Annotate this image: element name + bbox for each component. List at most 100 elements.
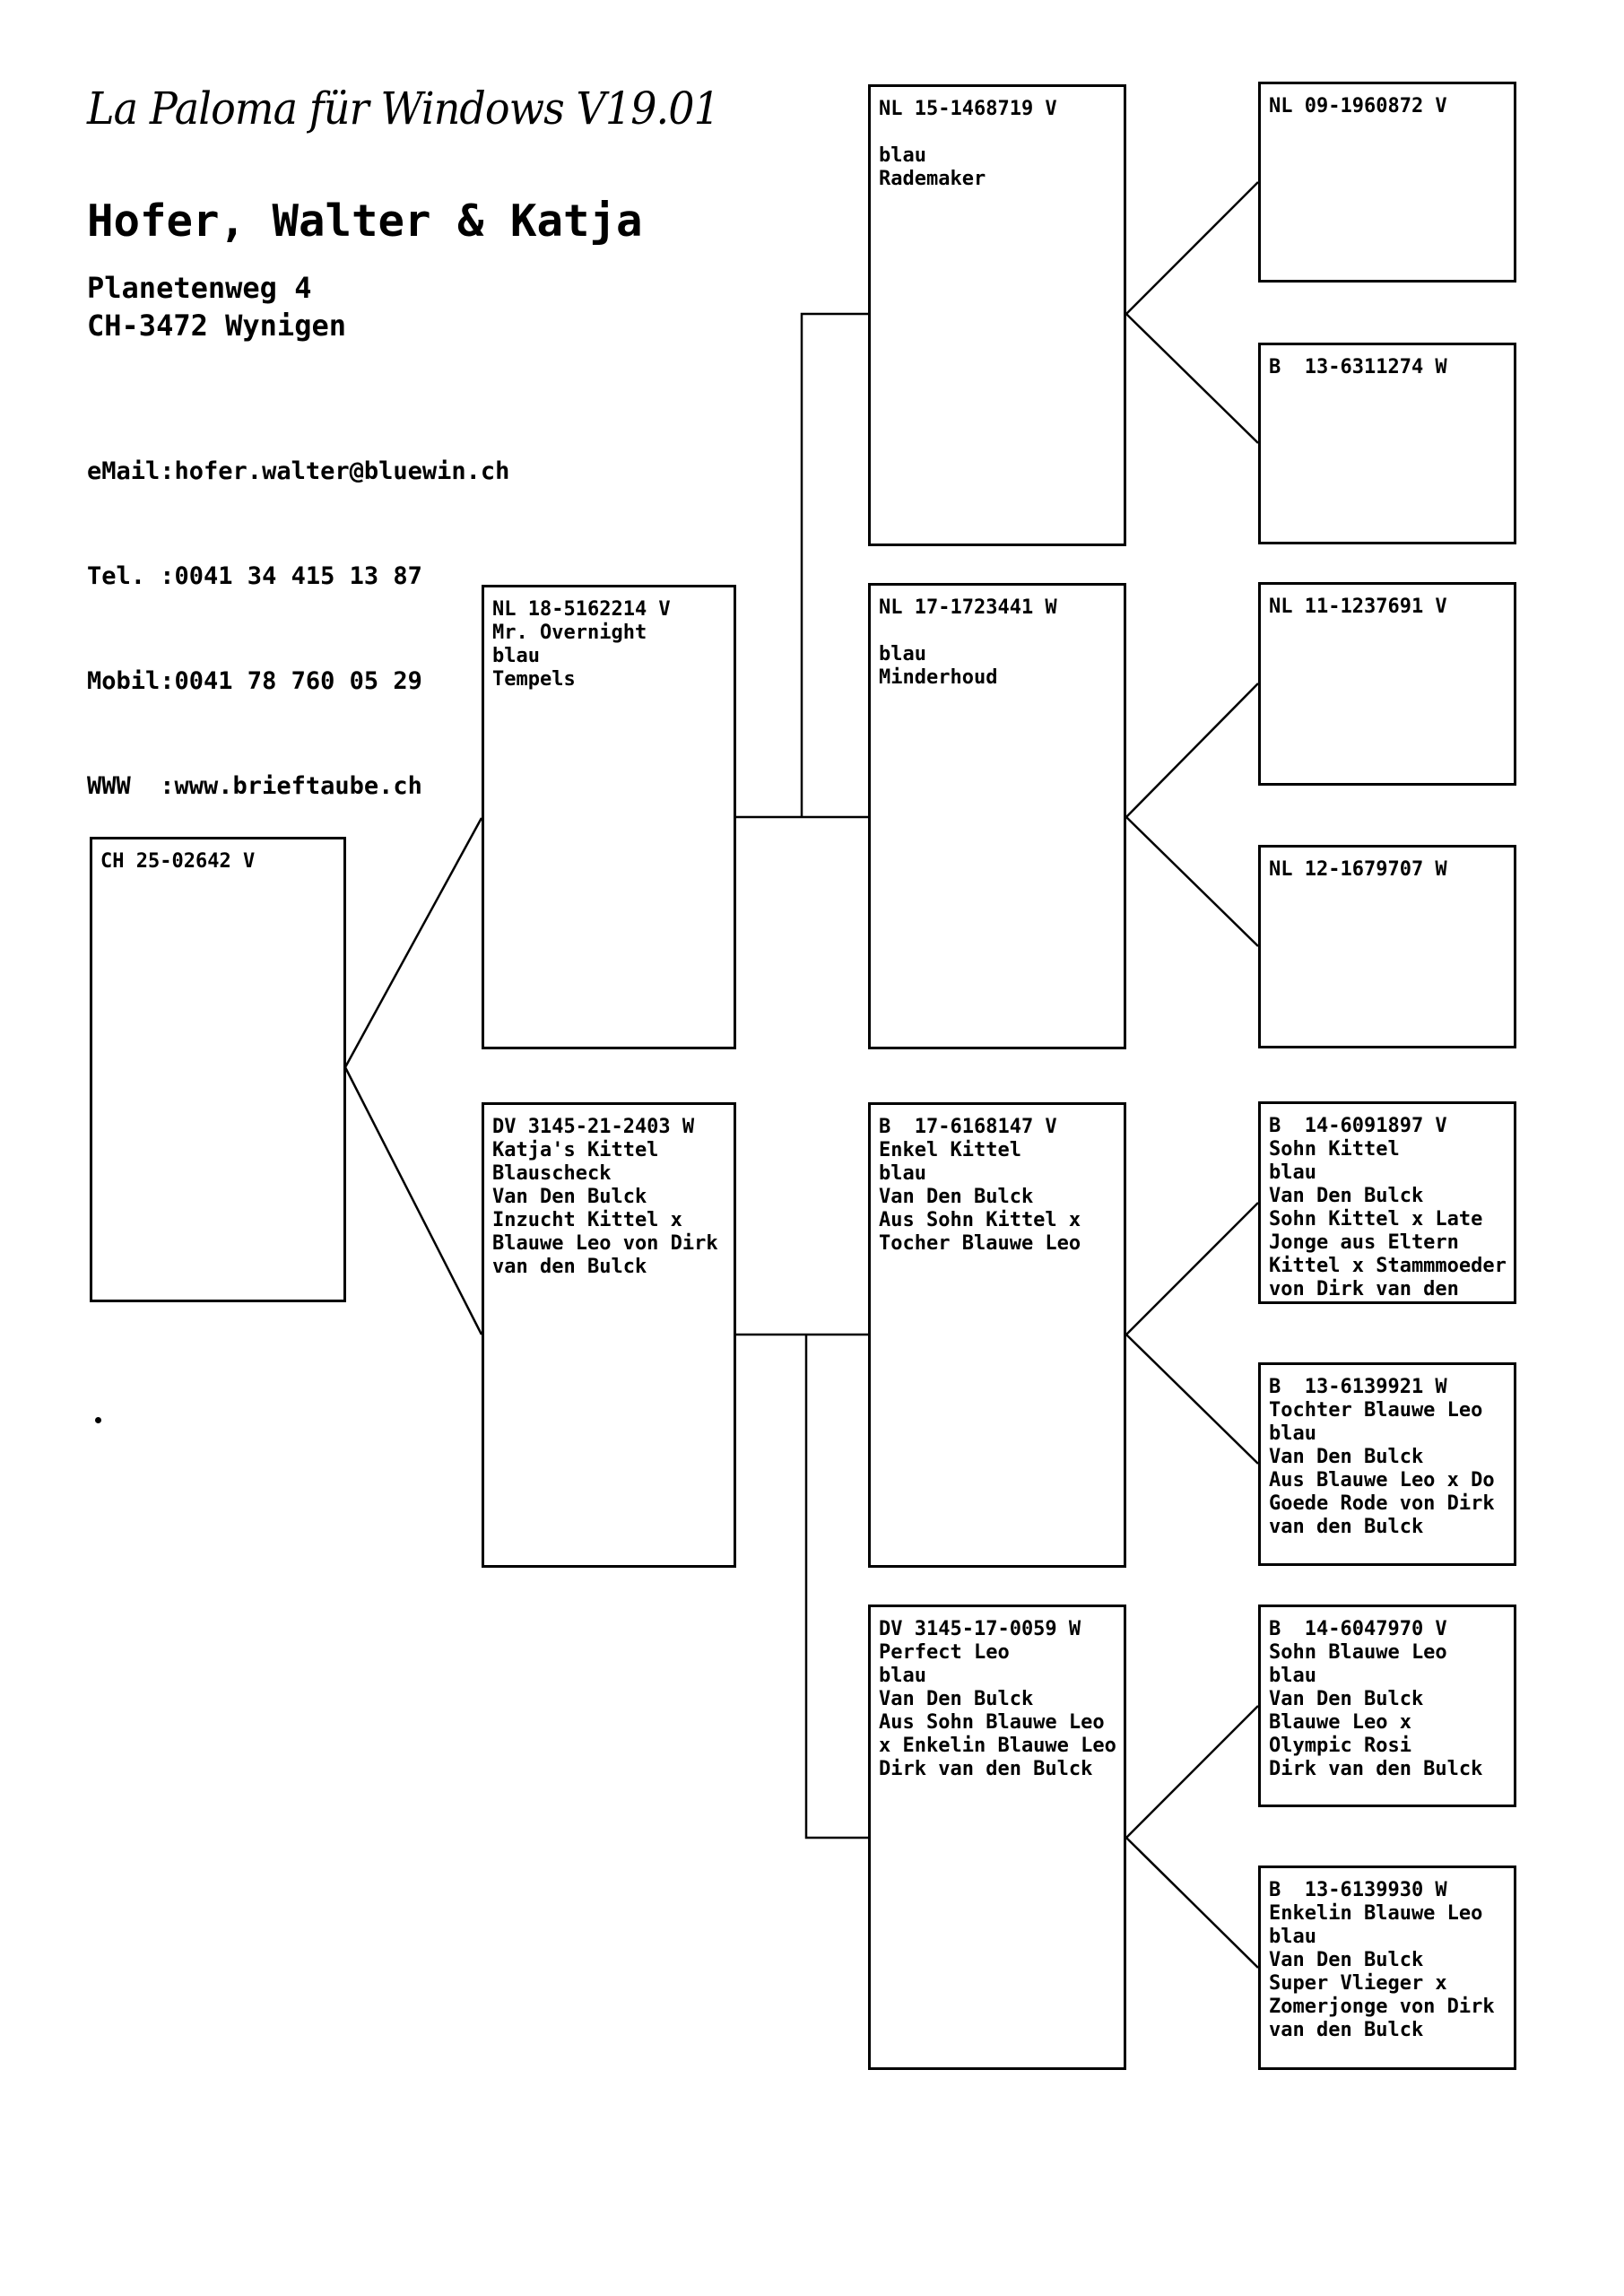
connector bbox=[1125, 313, 1259, 444]
bird-info-line: Enkel Kittel bbox=[879, 1139, 1021, 1161]
ring-number: NL 15-1468719 V bbox=[879, 98, 1057, 120]
ring-number: CH 25-02642 V bbox=[100, 850, 256, 873]
city: CH-3472 Wynigen bbox=[87, 309, 346, 343]
bird-info-line: van den Bulck bbox=[1269, 1516, 1424, 1538]
bird-info-line: Olympic Rosi bbox=[1269, 1735, 1411, 1757]
bird-info-line: Van Den Bulck bbox=[879, 1688, 1034, 1710]
street: Planetenweg 4 bbox=[87, 271, 312, 305]
bird-box-ffm: B 13-6311274 W bbox=[1258, 343, 1516, 544]
ring-number: B 13-6311274 W bbox=[1269, 356, 1447, 378]
connector bbox=[800, 312, 868, 817]
email: eMail:hofer.walter@bluewin.ch bbox=[87, 457, 510, 485]
bird-info-line: blau bbox=[879, 1162, 926, 1185]
scan-dot bbox=[95, 1417, 101, 1423]
bird-info-line: Tochter Blauwe Leo bbox=[1269, 1399, 1483, 1422]
software-title: La Paloma für Windows V19.01 bbox=[87, 83, 720, 135]
connector bbox=[343, 817, 483, 1068]
bird-info-line: Van Den Bulck bbox=[879, 1186, 1034, 1208]
bird-info-line: Rademaker bbox=[879, 168, 986, 190]
bird-info-line: Enkelin Blauwe Leo bbox=[1269, 1902, 1483, 1925]
bird-info-line: Tempels bbox=[492, 668, 576, 691]
bird-info-line: Aus Sohn Blauwe Leo bbox=[879, 1711, 1105, 1734]
ring-number: NL 17-1723441 W bbox=[879, 596, 1057, 619]
bird-info-line: Aus Blauwe Leo x Do bbox=[1269, 1469, 1495, 1492]
owner-address: Planetenweg 4 CH-3472 Wynigen bbox=[87, 269, 346, 344]
connector bbox=[1125, 816, 1259, 947]
bird-info-line: Inzucht Kittel x bbox=[492, 1209, 682, 1231]
ring-number: B 17-6168147 V bbox=[879, 1116, 1057, 1138]
telephone: Tel. :0041 34 415 13 87 bbox=[87, 562, 422, 590]
connector bbox=[1125, 1334, 1259, 1465]
bird-info-line: Sohn Kittel x Late bbox=[1269, 1208, 1483, 1231]
connector bbox=[343, 1066, 483, 1335]
bird-info-line bbox=[879, 121, 1124, 144]
bird-info-line: Perfect Leo bbox=[879, 1641, 1010, 1664]
bird-info-line: Blauwe Leo x bbox=[1269, 1711, 1411, 1734]
bird-info-line: Van Den Bulck bbox=[1269, 1185, 1424, 1207]
bird-info-line: Katja's Kittel bbox=[492, 1139, 659, 1161]
bird-info-line: Blauwe Leo von Dirk bbox=[492, 1232, 718, 1255]
bird-info-line: Mr. Overnight bbox=[492, 622, 647, 644]
bird-info-line bbox=[879, 620, 1124, 643]
ring-number: NL 12-1679707 W bbox=[1269, 858, 1447, 881]
ring-number: NL 09-1960872 V bbox=[1269, 95, 1447, 117]
bird-box-fff: NL 09-1960872 V bbox=[1258, 82, 1516, 283]
ring-number: B 13-6139930 W bbox=[1269, 1879, 1447, 1901]
bird-info-line: von Dirk van den bbox=[1269, 1278, 1459, 1300]
bird-info-line: van den Bulck bbox=[1269, 2019, 1424, 2041]
bird-info-line: Van Den Bulck bbox=[492, 1186, 647, 1208]
bird-info-line: Sohn Kittel bbox=[1269, 1138, 1400, 1161]
bird-info-line: Dirk van den Bulck bbox=[879, 1758, 1093, 1780]
connector bbox=[1125, 1837, 1259, 1969]
connector bbox=[1125, 1202, 1259, 1335]
website: WWW :www.brieftaube.ch bbox=[87, 772, 422, 800]
bird-info-line: blau bbox=[879, 1665, 926, 1687]
contact-info: eMail:hofer.walter@bluewin.ch Tel. :0041… bbox=[87, 384, 509, 839]
connector bbox=[804, 1335, 868, 1839]
ring-number: B 14-6091897 V bbox=[1269, 1115, 1447, 1137]
owner-name: Hofer, Walter & Katja bbox=[87, 196, 643, 247]
bird-info-line: Jonge aus Eltern bbox=[1269, 1231, 1459, 1254]
bird-info-line: Tocher Blauwe Leo bbox=[879, 1232, 1081, 1255]
bird-info-line: Van Den Bulck bbox=[1269, 1949, 1424, 1971]
bird-info-line: Kittel x Stammmoeder bbox=[1269, 1255, 1507, 1277]
ring-number: DV 3145-17-0059 W bbox=[879, 1618, 1081, 1640]
bird-info-line: blau bbox=[1269, 1665, 1316, 1687]
ring-number: B 14-6047970 V bbox=[1269, 1618, 1447, 1640]
mobile: Mobil:0041 78 760 05 29 bbox=[87, 667, 422, 695]
connector bbox=[1125, 181, 1259, 315]
bird-info-line: blau bbox=[492, 645, 540, 667]
ring-number: B 13-6139921 W bbox=[1269, 1376, 1447, 1398]
bird-box-fmf: NL 11-1237691 V bbox=[1258, 582, 1516, 786]
bird-info-line: Van Den Bulck bbox=[1269, 1446, 1424, 1468]
bird-info-line: Dirk van den Bulck bbox=[1269, 1758, 1483, 1780]
bird-info-line: Super Vlieger x bbox=[1269, 1972, 1447, 1995]
bird-box-fmm: NL 12-1679707 W bbox=[1258, 845, 1516, 1048]
bird-box-subject: CH 25-02642 V bbox=[90, 837, 346, 1302]
bird-info-line: Minderhoud bbox=[879, 666, 998, 689]
ring-number: NL 18-5162214 V bbox=[492, 598, 671, 621]
bird-info-line: Blauscheck bbox=[492, 1162, 612, 1185]
ring-number: NL 11-1237691 V bbox=[1269, 596, 1447, 618]
bird-info-line: blau bbox=[1269, 1926, 1316, 1948]
connector bbox=[1125, 683, 1259, 818]
bird-info-line: Van Den Bulck bbox=[1269, 1688, 1424, 1710]
connector bbox=[1125, 1705, 1259, 1839]
bird-info-line: Sohn Blauwe Leo bbox=[1269, 1641, 1447, 1664]
bird-info-line: blau bbox=[879, 144, 926, 167]
bird-info-line: Aus Sohn Kittel x bbox=[879, 1209, 1081, 1231]
bird-info-line: Goede Rode von Dirk bbox=[1269, 1492, 1495, 1515]
bird-info-line: blau bbox=[879, 643, 926, 665]
ring-number: DV 3145-21-2403 W bbox=[492, 1116, 695, 1138]
bird-info-line: blau bbox=[1269, 1161, 1316, 1184]
